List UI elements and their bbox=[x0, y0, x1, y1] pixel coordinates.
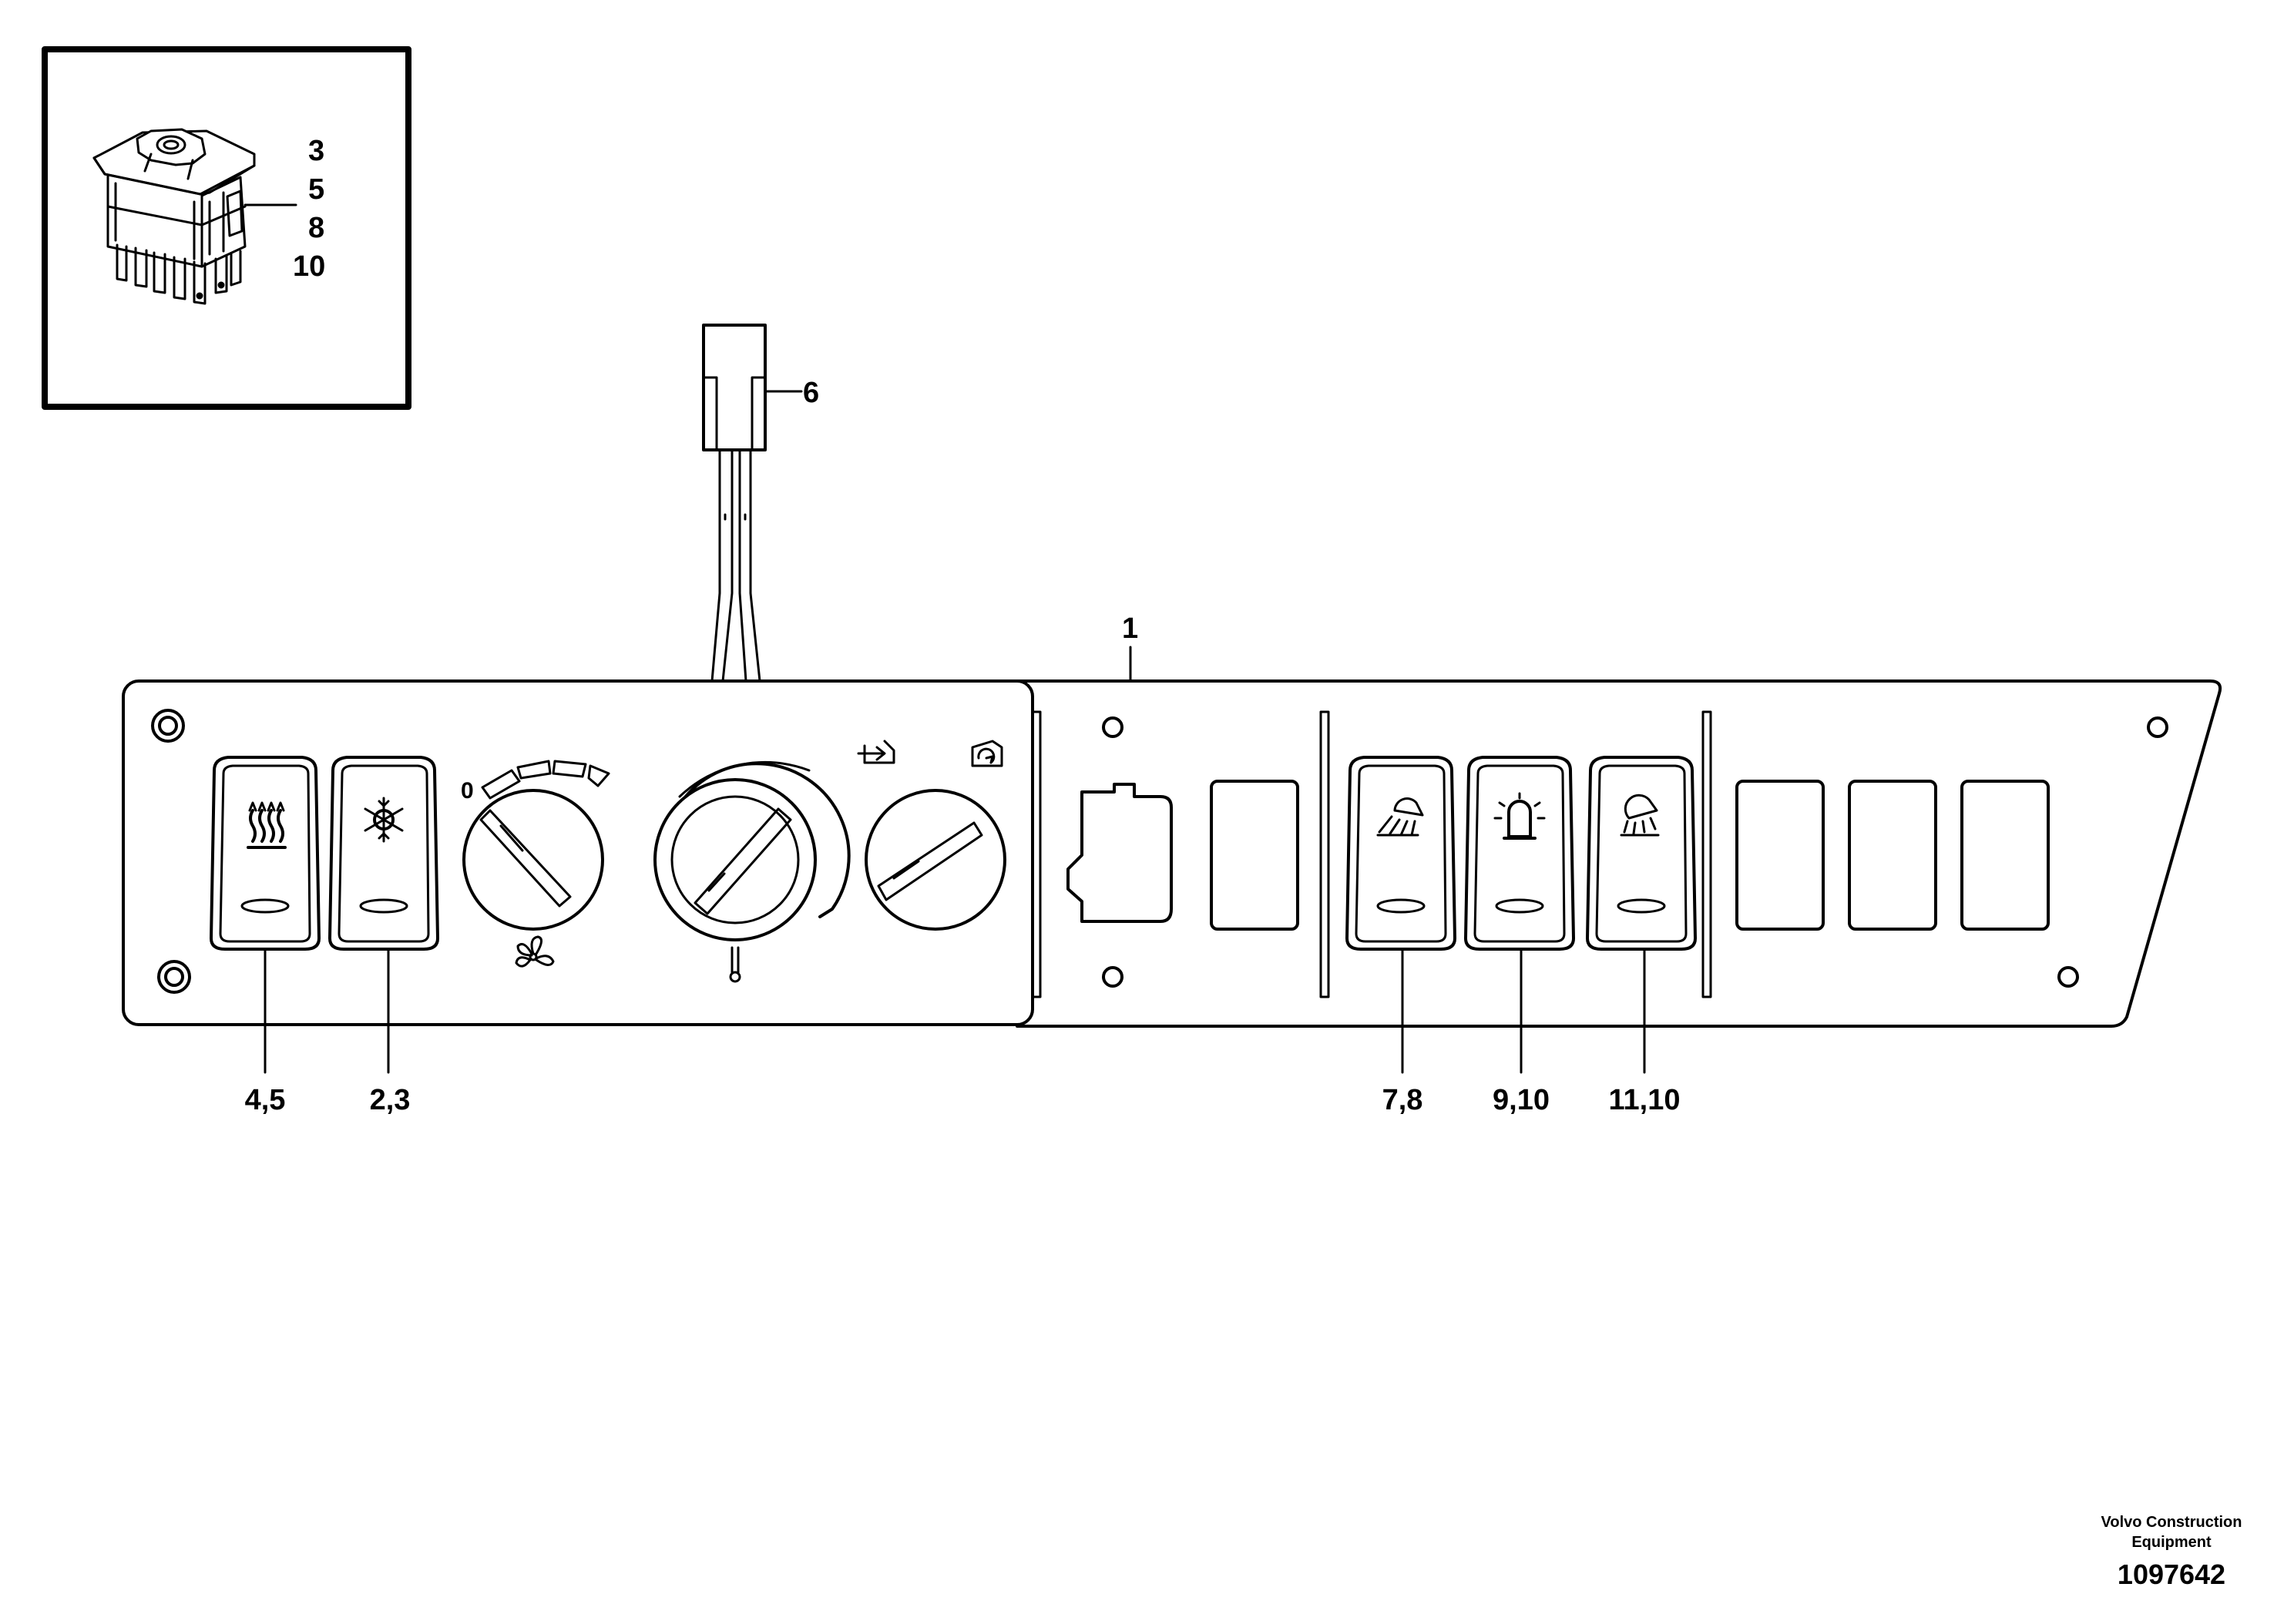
fan-speed-segment bbox=[587, 764, 610, 787]
connector-harness: 6 bbox=[702, 324, 819, 683]
ac-switch-callout: 2,3 bbox=[370, 1084, 411, 1116]
fan-speed-segment bbox=[516, 760, 552, 780]
company-name-line2: Equipment bbox=[2131, 1534, 2212, 1551]
knob-pointer bbox=[694, 807, 792, 915]
inset-callout: 5 bbox=[308, 173, 324, 206]
blank-switch-slot bbox=[1210, 780, 1299, 931]
mounting-hole bbox=[2147, 716, 2168, 738]
panel-divider bbox=[1031, 710, 1042, 998]
rear-work-light-switch[interactable] bbox=[1586, 756, 1697, 951]
knob-pointer bbox=[479, 809, 572, 908]
air-source-knob[interactable] bbox=[857, 740, 1006, 931]
snowflake-icon bbox=[364, 797, 404, 843]
inset-callout: 10 bbox=[293, 250, 325, 283]
blank-switch-slot bbox=[1960, 780, 2050, 931]
fan-off-mark: 0 bbox=[461, 778, 474, 804]
air-conditioning-switch[interactable] bbox=[328, 756, 439, 951]
front-work-light-callout: 7,8 bbox=[1382, 1084, 1423, 1116]
fan-speed-knob[interactable]: 0 bbox=[461, 760, 610, 968]
connector-callout: 6 bbox=[803, 377, 819, 409]
work-light-icon bbox=[1376, 797, 1424, 837]
panel-divider bbox=[1701, 710, 1712, 998]
blank-switch-slot bbox=[1735, 780, 1825, 931]
company-name: Volvo Construction bbox=[2101, 1514, 2242, 1531]
rear-work-light-callout: 11,10 bbox=[1609, 1084, 1681, 1116]
wiring-connector bbox=[702, 324, 767, 451]
blank-switch-slot bbox=[1848, 780, 1937, 931]
mounting-hole bbox=[2057, 966, 2079, 988]
rear-window-heater-icon bbox=[247, 801, 287, 849]
panel-callout: 1 bbox=[1122, 612, 1138, 645]
title-block: Volvo Construction Equipment 1097642 bbox=[2101, 1514, 2242, 1590]
mounting-screw bbox=[151, 709, 185, 743]
instrument-panel: 1 4,5 bbox=[122, 612, 2222, 1116]
panel-divider bbox=[1319, 710, 1330, 998]
front-work-light-switch[interactable] bbox=[1345, 756, 1456, 951]
beacon-switch[interactable] bbox=[1464, 756, 1575, 951]
mounting-hole bbox=[1102, 966, 1123, 988]
drawing-number: 1097642 bbox=[2118, 1559, 2225, 1590]
beacon-callout: 9,10 bbox=[1493, 1084, 1550, 1116]
inset-callout: 8 bbox=[308, 212, 324, 244]
inset-callout: 3 bbox=[308, 135, 324, 167]
fan-speed-segment bbox=[481, 769, 521, 800]
mounting-screw bbox=[157, 960, 191, 994]
work-light-icon bbox=[1620, 794, 1660, 837]
heater-switch-callout: 4,5 bbox=[245, 1084, 286, 1116]
inset-switch-detail: 3 5 8 10 bbox=[42, 46, 411, 410]
mounting-hole bbox=[1102, 716, 1123, 738]
thermometer-icon bbox=[729, 946, 741, 983]
knob-pointer bbox=[877, 821, 983, 901]
blank-plug-cutout bbox=[1066, 783, 1173, 923]
rotating-beacon-icon bbox=[1493, 792, 1546, 840]
fan-speed-segment bbox=[552, 760, 587, 778]
rocker-switch-drawing bbox=[92, 128, 256, 305]
fan-icon bbox=[515, 935, 555, 968]
temperature-knob[interactable] bbox=[653, 760, 851, 983]
recirculation-icon bbox=[971, 740, 1003, 767]
rear-heater-switch[interactable] bbox=[210, 756, 321, 951]
fresh-air-icon bbox=[857, 740, 895, 764]
